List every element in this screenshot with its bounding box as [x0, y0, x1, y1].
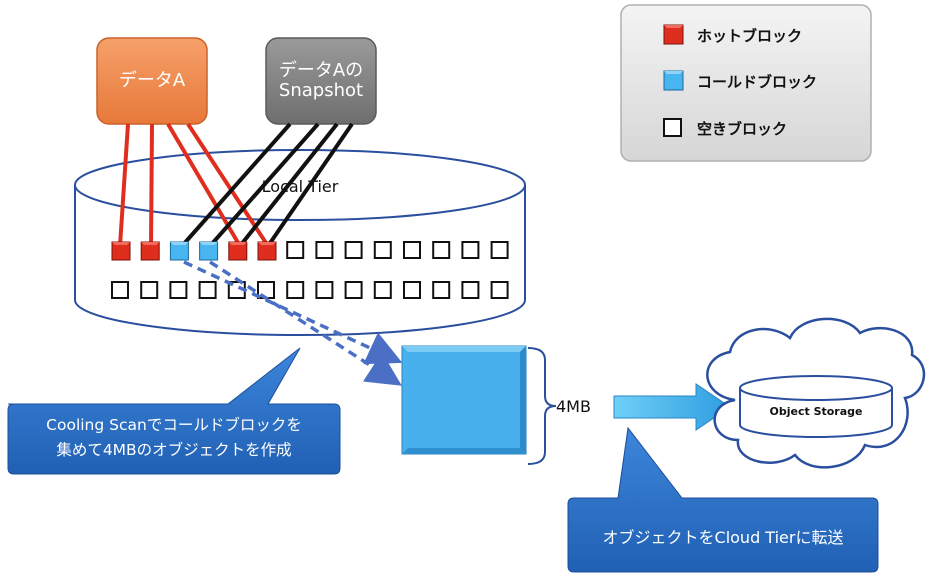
legend-box — [620, 4, 872, 162]
empty-block — [315, 241, 334, 259]
empty-block — [140, 281, 159, 299]
hot-block — [228, 241, 248, 261]
legend-cold-swatch — [663, 70, 684, 91]
cold-block — [169, 241, 189, 261]
snapshot-label-line1: データAの — [278, 60, 364, 81]
empty-block — [111, 281, 129, 299]
empty-block — [461, 281, 480, 299]
local-tier-label: Local Tier — [261, 177, 339, 196]
empty-block — [373, 241, 392, 259]
empty-block — [490, 281, 509, 299]
hot-block — [257, 241, 277, 261]
legend-hot-swatch — [663, 24, 684, 45]
callout-left-shape — [7, 347, 341, 475]
object-storage-label: Object Storage — [769, 405, 863, 418]
empty-block — [403, 241, 421, 259]
empty-block — [344, 241, 363, 259]
snapshot-box — [265, 37, 377, 125]
empty-block — [490, 241, 509, 259]
legend-empty-label: 空きブロック — [697, 120, 788, 138]
callout-right-shape — [567, 426, 879, 573]
callout-left-line2: 集めて4MBのオブジェクトを作成 — [56, 441, 292, 459]
local-tier-cylinder — [74, 149, 526, 336]
empty-block — [432, 241, 451, 259]
snapshot-link-lines — [180, 122, 354, 248]
size-brace — [527, 347, 557, 465]
object-storage-cylinder — [739, 375, 893, 438]
empty-block — [198, 281, 217, 299]
cold-block — [199, 241, 219, 261]
cooling-scan-arrows — [183, 260, 403, 386]
empty-block — [403, 281, 421, 299]
callout-left-line1: Cooling Scanでコールドブロックを — [46, 416, 302, 434]
size-label: 4MB — [556, 397, 591, 416]
empty-block — [315, 281, 334, 299]
snapshot-label-line2: Snapshot — [278, 80, 364, 101]
legend-hot-label: ホットブロック — [697, 27, 803, 45]
object-4mb — [401, 345, 527, 455]
empty-block — [169, 281, 188, 299]
empty-block — [344, 281, 363, 299]
hot-block — [111, 241, 131, 261]
callout-right-text: オブジェクトをCloud Tierに転送 — [602, 528, 844, 547]
hot-block — [140, 241, 160, 261]
empty-block — [373, 281, 392, 299]
empty-block — [432, 281, 451, 299]
transfer-arrow — [613, 383, 731, 431]
legend-empty-swatch — [663, 118, 682, 137]
data-a-label: データA — [118, 70, 186, 91]
empty-block — [286, 281, 305, 299]
empty-block — [461, 241, 480, 259]
empty-block — [286, 241, 305, 259]
legend-cold-label: コールドブロック — [697, 73, 818, 91]
block-grid — [111, 241, 509, 299]
